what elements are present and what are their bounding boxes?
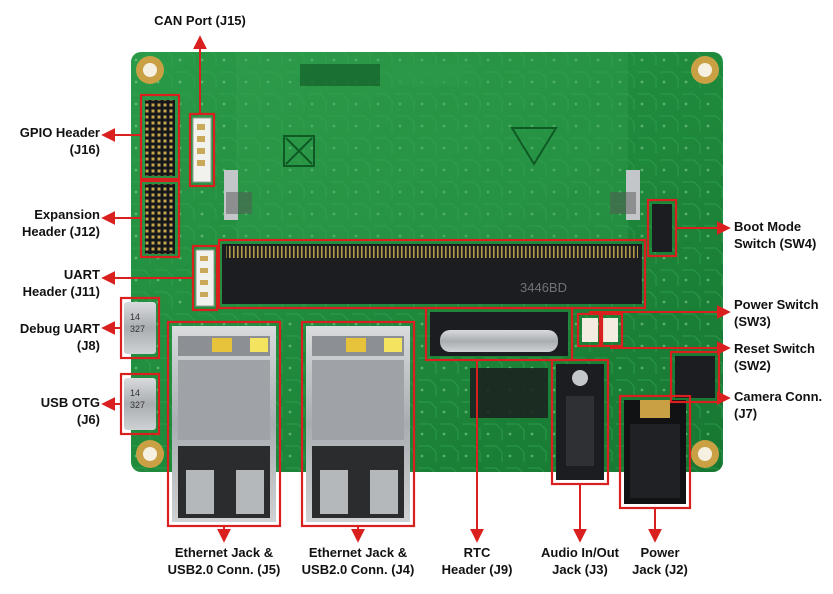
svg-text:327: 327 xyxy=(130,324,145,334)
label-line: Ethernet Jack & xyxy=(174,545,274,560)
label-line: Switch (SW4) xyxy=(734,236,817,251)
svg-text:14: 14 xyxy=(130,312,140,322)
label-line: Ethernet Jack & xyxy=(308,545,408,560)
arrow-icon xyxy=(101,35,731,543)
label-ethernet-j5: Ethernet Jack & USB2.0 Conn. (J5) xyxy=(164,544,284,578)
debug-uart-connector: 14 327 xyxy=(124,302,156,354)
label-line: USB OTG xyxy=(40,395,100,410)
ethernet-usb-jack-j5 xyxy=(172,326,276,522)
label-line: RTC xyxy=(463,545,491,560)
mounting-hole-icon xyxy=(136,440,164,468)
reset-switch xyxy=(602,318,618,342)
svg-text:327: 327 xyxy=(130,400,145,410)
mounting-hole-icon xyxy=(136,56,164,84)
label-line: (SW2) xyxy=(734,358,771,373)
label-line: Reset Switch xyxy=(734,341,815,356)
power-switch xyxy=(582,318,598,342)
label-line: Power xyxy=(640,545,680,560)
boot-mode-switch xyxy=(652,204,672,252)
label-line: (J7) xyxy=(734,406,758,421)
box-rtc xyxy=(424,306,574,362)
ic-chip xyxy=(470,368,548,418)
slot-code: 3446BD xyxy=(520,280,567,295)
label-line: Power Switch xyxy=(734,297,819,312)
uart-header-connector xyxy=(195,249,215,307)
audio-jack xyxy=(556,364,604,480)
label-ethernet-j4: Ethernet Jack & USB2.0 Conn. (J4) xyxy=(298,544,418,578)
label-rtc-header: RTC Header (J9) xyxy=(437,544,517,578)
label-line: Jack (J3) xyxy=(552,562,608,577)
label-line: GPIO Header xyxy=(19,125,100,140)
label-camera-conn: Camera Conn. (J7) xyxy=(734,388,833,422)
label-line: Header (J11) xyxy=(22,284,100,299)
box-camera xyxy=(669,350,721,404)
can-port-connector xyxy=(192,117,212,183)
label-line: Audio In/Out xyxy=(541,545,619,560)
mounting-hole-icon xyxy=(691,440,719,468)
label-boot-mode-switch: Boot Mode Switch (SW4) xyxy=(734,218,833,252)
svg-text:14: 14 xyxy=(130,388,140,398)
label-line: Header (J9) xyxy=(441,562,513,577)
label-line: Expansion xyxy=(34,207,100,222)
recycle-mark-icon xyxy=(283,127,558,167)
label-line: (J16) xyxy=(69,142,100,157)
box-gpio xyxy=(139,93,181,181)
label-line: CAN Port (J15) xyxy=(154,13,246,28)
ethernet-usb-jack-j4 xyxy=(306,326,410,522)
power-jack xyxy=(624,400,686,504)
camera-connector xyxy=(675,356,715,398)
label-debug-uart: Debug UART (J8) xyxy=(0,320,100,354)
label-line: Jack (J2) xyxy=(632,562,688,577)
label-gpio-header: GPIO Header (J16) xyxy=(0,124,100,158)
label-expansion-header: Expansion Header (J12) xyxy=(0,206,100,240)
label-reset-switch: Reset Switch (SW2) xyxy=(734,340,833,374)
label-line: UART xyxy=(63,267,100,282)
mounting-hole-icon xyxy=(691,56,719,84)
label-audio-jack: Audio In/Out Jack (J3) xyxy=(530,544,630,578)
box-can-port xyxy=(188,112,216,188)
label-line: (J6) xyxy=(76,412,100,427)
label-can-port: CAN Port (J15) xyxy=(150,12,250,29)
usb-otg-connector: 14 327 xyxy=(124,378,156,430)
label-line: (J8) xyxy=(76,338,100,353)
label-line: Boot Mode xyxy=(734,219,802,234)
label-usb-otg: USB OTG (J6) xyxy=(0,394,100,428)
label-uart-header: UART Header (J11) xyxy=(0,266,100,300)
label-line: USB2.0 Conn. (J5) xyxy=(167,562,281,577)
label-line: USB2.0 Conn. (J4) xyxy=(301,562,415,577)
rtc-battery xyxy=(430,312,568,356)
label-line: Camera Conn. xyxy=(734,389,823,404)
label-line: (SW3) xyxy=(734,314,771,329)
expansion-header xyxy=(145,184,175,254)
module-slot: 3446BD xyxy=(222,170,642,304)
label-power-jack: Power Jack (J2) xyxy=(625,544,695,578)
label-line: Header (J12) xyxy=(21,224,100,239)
label-power-switch: Power Switch (SW3) xyxy=(734,296,833,330)
gpio-header xyxy=(145,100,175,176)
label-line: Debug UART xyxy=(19,321,100,336)
